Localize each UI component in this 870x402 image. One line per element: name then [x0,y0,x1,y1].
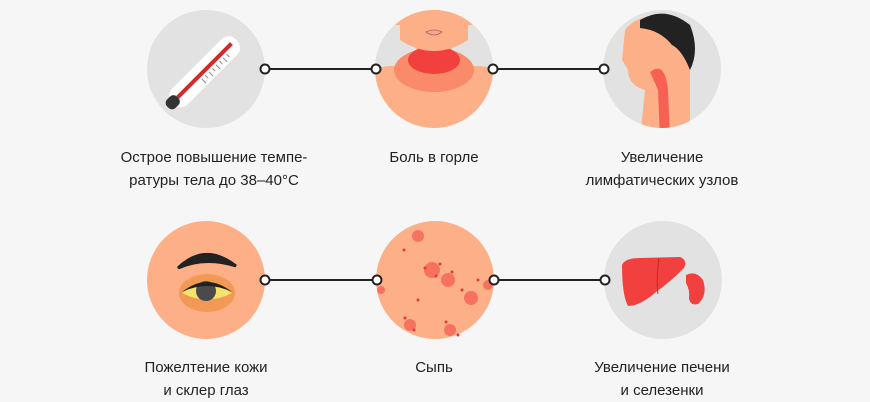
lymph-nodes-icon [603,10,721,128]
label-line: Боль в горле [389,149,479,166]
thermometer-icon [147,10,265,128]
connector-nodes [259,63,611,286]
symptom-label-sore-throat: Боль в горле [304,146,564,169]
sore-throat-icon [375,10,493,128]
symptom-label-jaundice: Пожелтение кожи и склер глаз [76,356,336,402]
connectors [265,68,605,281]
label-line: ратуры тела до 38–40°C [129,172,299,189]
yellow-eye-icon [147,221,265,339]
label-line: Увеличение [620,149,704,166]
label-line: и селезенки [620,382,704,399]
label-line: Пожелтение кожи [144,359,268,376]
label-line: и склер глаз [163,382,249,399]
label-line: Острое повышение темпе- [120,149,308,166]
label-line: Увеличение печени [594,359,730,376]
symptom-label-lymph-nodes: Увеличение лимфатических узлов [532,146,792,192]
symptom-label-liver-spleen: Увеличение печени и селезенки [532,356,792,402]
symptom-label-rash: Сыпь [304,356,564,379]
symptom-label-fever: Острое повышение темпе- ратуры тела до 3… [84,146,344,192]
liver-spleen-icon [604,221,722,339]
label-line: лимфатических узлов [585,172,739,189]
label-line: Сыпь [415,359,453,376]
rash-icon [376,221,494,339]
